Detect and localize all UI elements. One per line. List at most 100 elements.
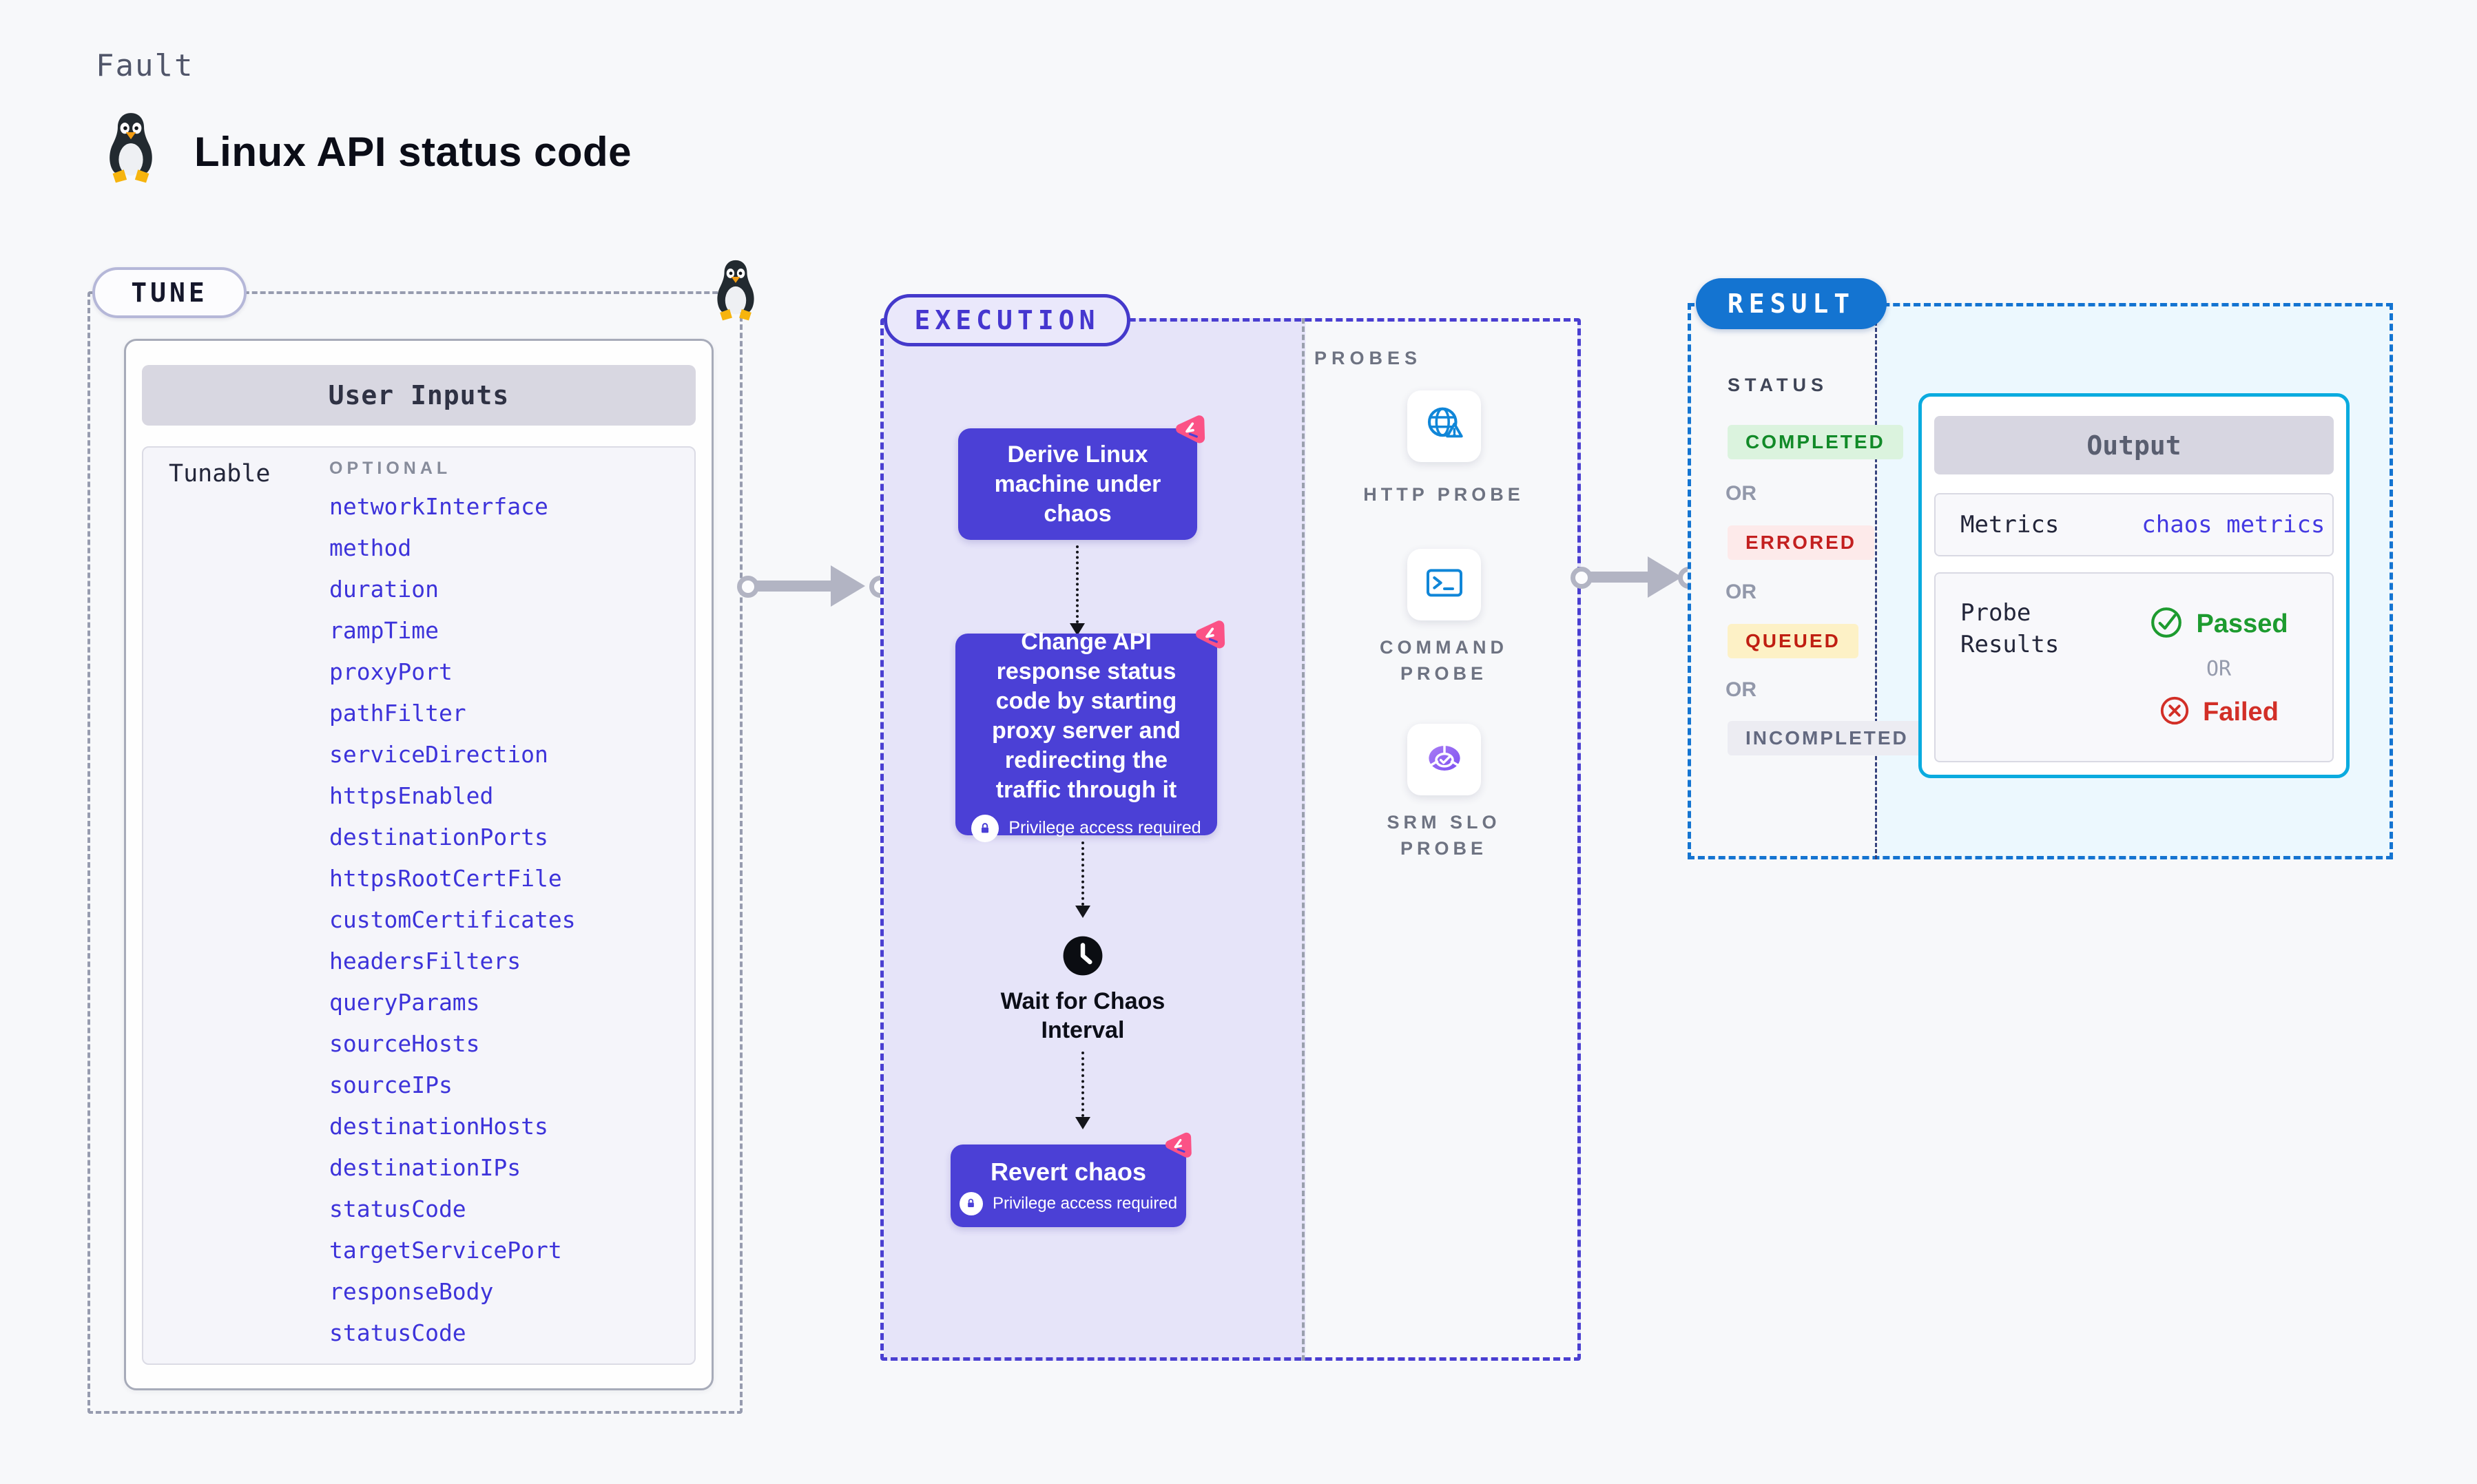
param-link[interactable]: duration <box>329 576 439 603</box>
param-link[interactable]: rampTime <box>329 617 439 644</box>
passed-label: Passed <box>2196 609 2288 638</box>
command-probe-label: COMMAND PROBE <box>1380 637 1508 684</box>
http-probe-label: HTTP PROBE <box>1363 484 1524 505</box>
node-text: Change API response status code by start… <box>991 628 1181 803</box>
param-link[interactable]: destinationPorts <box>329 824 548 850</box>
flow-dotted-line <box>1081 1052 1084 1117</box>
fault-kicker: Fault <box>96 48 194 83</box>
node-text: Derive Linux machine under chaos <box>994 441 1161 527</box>
flow-arrowhead <box>1075 906 1090 918</box>
execution-pill: EXECUTION <box>884 294 1130 346</box>
terminal-icon <box>1422 561 1466 609</box>
param-link[interactable]: targetServicePort <box>329 1237 562 1264</box>
param-link[interactable]: proxyPort <box>329 658 453 685</box>
penguin-icon <box>709 258 762 322</box>
http-probe-card <box>1407 390 1481 462</box>
srm-slo-probe-card <box>1407 724 1481 795</box>
page-title: Linux API status code <box>194 129 632 175</box>
globe-warning-icon <box>1422 402 1467 451</box>
command-probe-card <box>1407 549 1481 620</box>
chaos-icon <box>1188 617 1230 658</box>
clock-icon <box>1061 934 1104 977</box>
or-separator: OR <box>1725 482 1756 505</box>
tunable-row-label: Tunable <box>169 460 271 488</box>
or-separator: OR <box>1725 678 1756 701</box>
result-section: RESULT STATUS COMPLETED OR ERRORED OR QU… <box>1688 278 2394 861</box>
node-change-status-code: Change API response status code by start… <box>955 620 1225 842</box>
node-revert-chaos: Revert chaos Privilege access required <box>951 1132 1192 1227</box>
lock-icon <box>971 814 999 842</box>
chaos-icon <box>1168 412 1210 453</box>
privilege-note-text: Privilege access required <box>992 1193 1178 1213</box>
optional-column-label: OPTIONAL <box>329 459 452 478</box>
connector-arrow-icon <box>1648 556 1682 598</box>
result-divider <box>1875 303 1877 859</box>
connector-arrow-icon <box>831 565 865 607</box>
flow-arrowhead <box>1070 623 1085 636</box>
param-link[interactable]: statusCode <box>329 1195 466 1222</box>
privilege-note: Privilege access required <box>971 814 1201 842</box>
status-badge-errored: ERRORED <box>1728 525 1875 560</box>
param-link[interactable]: httpsEnabled <box>329 782 494 809</box>
passed-row: Passed <box>2149 605 2288 643</box>
probe-results-row: Probe Results Passed OR <box>1934 572 2334 762</box>
status-badge-queued: QUEUED <box>1728 624 1858 658</box>
param-link[interactable]: headersFilters <box>329 948 521 974</box>
user-inputs-header: User Inputs <box>142 365 696 426</box>
param-link[interactable]: responseBody <box>329 1278 494 1305</box>
slo-donut-icon <box>1422 736 1466 784</box>
chaos-metrics-link[interactable]: chaos metrics <box>2142 511 2325 539</box>
connector-line <box>1590 572 1650 583</box>
param-link[interactable]: sourceIPs <box>329 1072 453 1098</box>
flow-dotted-line <box>1076 545 1079 623</box>
flow-arrowhead <box>1075 1117 1090 1129</box>
connector-line <box>756 581 833 592</box>
node-derive-machine: Derive Linux machine under chaos <box>958 415 1205 540</box>
probes-label: PROBES <box>1314 348 1422 368</box>
execution-section: EXECUTION PROBES Derive Linux machine un… <box>880 294 1581 1363</box>
tune-section: TUNE User Inputs Tunable OPTIONAL networ… <box>87 260 769 1416</box>
param-link[interactable]: serviceDirection <box>329 741 548 768</box>
flow-dotted-line <box>1081 842 1084 906</box>
result-pill: RESULT <box>1696 278 1887 329</box>
tune-dashed-box <box>87 291 743 1414</box>
failed-row: Failed <box>2159 695 2279 730</box>
param-link[interactable]: statusCode <box>329 1319 466 1346</box>
probe-results-values: Passed OR Failed <box>2105 597 2332 761</box>
probe-results-label: Probe Results <box>1960 599 2060 658</box>
tune-pill: TUNE <box>92 267 247 318</box>
status-badge-completed: COMPLETED <box>1728 425 1903 459</box>
probes-divider <box>1302 318 1305 1361</box>
chaos-icon <box>1159 1129 1196 1167</box>
param-link[interactable]: destinationIPs <box>329 1154 521 1181</box>
user-inputs-card: User Inputs Tunable OPTIONAL networkInte… <box>124 339 714 1390</box>
metrics-label: Metrics <box>1960 511 2060 539</box>
metrics-row: Metrics chaos metrics <box>1934 493 2334 556</box>
param-link[interactable]: sourceHosts <box>329 1030 480 1057</box>
param-link[interactable]: customCertificates <box>329 906 576 933</box>
param-link[interactable]: networkInterface <box>329 493 548 520</box>
param-link[interactable]: queryParams <box>329 989 480 1016</box>
privilege-note: Privilege access required <box>959 1191 1178 1215</box>
or-separator: OR <box>2206 657 2232 681</box>
or-separator: OR <box>1725 581 1756 603</box>
status-label: STATUS <box>1728 375 1828 395</box>
param-link[interactable]: method <box>329 534 412 561</box>
param-link[interactable]: destinationHosts <box>329 1113 548 1140</box>
status-badge-incompleted: INCOMPLETED <box>1728 721 1927 755</box>
node-text: Revert chaos <box>990 1157 1147 1186</box>
srm-slo-probe-label: SRM SLO PROBE <box>1387 812 1501 859</box>
param-link[interactable]: httpsRootCertFile <box>329 865 562 892</box>
passed-icon <box>2149 605 2184 643</box>
output-header: Output <box>1934 416 2334 474</box>
user-inputs-list: Tunable OPTIONAL networkInterface method… <box>142 446 696 1365</box>
penguin-icon <box>101 110 161 185</box>
wait-for-chaos-label: Wait for Chaos Interval <box>1000 988 1165 1043</box>
failed-label: Failed <box>2203 698 2279 727</box>
lock-icon <box>959 1191 983 1215</box>
output-card: Output Metrics chaos metrics Probe Resul… <box>1918 393 2350 778</box>
privilege-note-text: Privilege access required <box>1008 818 1201 837</box>
tunable-param-list: networkInterface method duration rampTim… <box>329 486 687 1354</box>
param-link[interactable]: pathFilter <box>329 700 466 727</box>
